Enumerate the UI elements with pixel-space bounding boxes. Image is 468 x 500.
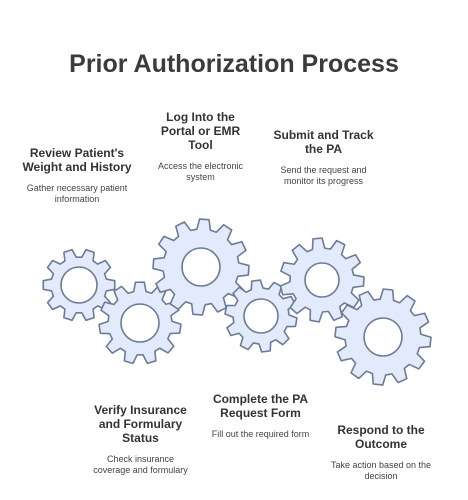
step-log-into-portal: Log Into the Portal or EMR Tool Access t…	[148, 110, 253, 183]
step-submit-track: Submit and Track the PA Send the request…	[266, 128, 381, 187]
gear-hole	[304, 262, 340, 298]
step-description: Gather necessary patient information	[26, 183, 128, 204]
step-review-patient: Review Patient's Weight and History Gath…	[22, 146, 132, 205]
step-description: Take action based on the decision	[330, 460, 432, 481]
step-title: Submit and Track the PA	[273, 128, 374, 156]
step-description: Send the request and monitor its progres…	[280, 165, 367, 186]
step-title: Complete the PA Request Form	[212, 392, 309, 420]
step-respond-outcome: Respond to the Outcome Take action based…	[326, 423, 436, 482]
step-description: Access the electronic system	[157, 161, 244, 182]
gear-icon	[224, 279, 298, 353]
gear-icon	[279, 237, 365, 323]
step-complete-form: Complete the PA Request Form Fill out th…	[208, 392, 313, 440]
page-title: Prior Authorization Process	[69, 50, 399, 78]
gear-icon	[334, 288, 432, 386]
step-description: Check insurance coverage and formulary	[93, 454, 188, 475]
step-description: Fill out the required form	[211, 429, 310, 439]
step-title: Review Patient's Weight and History	[22, 146, 132, 174]
gear-icon	[42, 248, 116, 322]
gear-hole	[181, 247, 221, 287]
gear-hole	[60, 266, 98, 304]
step-verify-insurance: Verify Insurance and Formulary Status Ch…	[88, 403, 193, 476]
gear-hole	[243, 298, 279, 334]
gear-icon	[98, 281, 182, 365]
gear-icon	[152, 218, 250, 316]
step-title: Log Into the Portal or EMR Tool	[160, 110, 241, 152]
gear-hole	[120, 303, 160, 343]
step-title: Verify Insurance and Formulary Status	[94, 403, 187, 445]
step-title: Respond to the Outcome	[337, 423, 425, 451]
gear-hole	[363, 317, 403, 357]
